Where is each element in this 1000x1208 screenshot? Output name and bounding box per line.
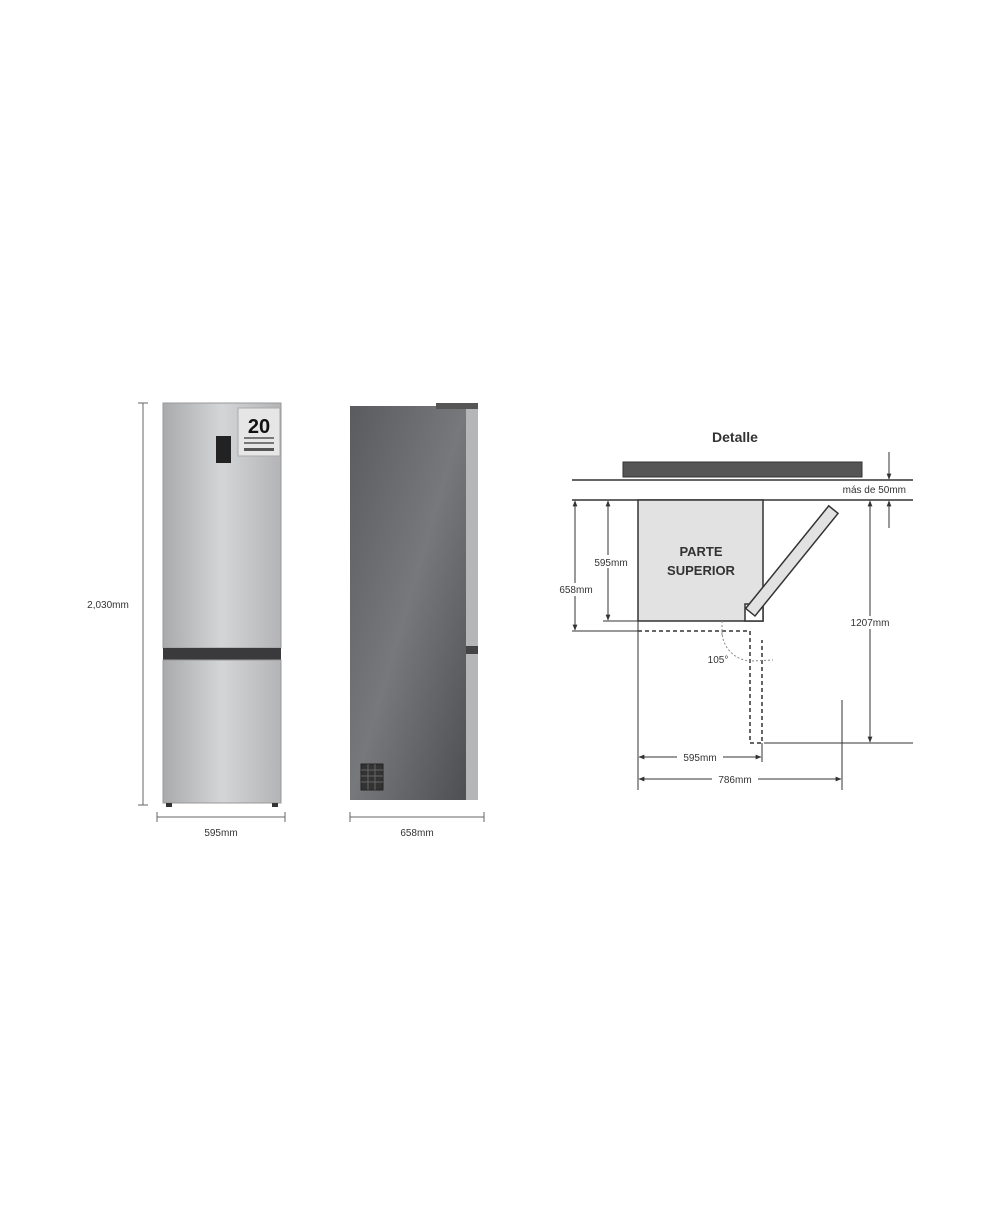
open-depth-label: 1207mm [851,618,890,629]
display-panel-icon [216,436,231,463]
open-width-label: 786mm [718,775,751,786]
detail-title: Detalle [712,429,758,445]
fridge-foot [166,803,172,807]
energy-badge: 20 [237,407,281,457]
open-door [744,504,840,618]
door-angle-label: 105° [708,655,729,666]
top-label-line2: SUPERIOR [667,563,736,578]
clearance-label: más de 50mm [843,485,906,496]
front-view: 20 2,030mm 595mm [87,402,286,839]
fridge-top-outline [637,499,764,622]
width-label: 595mm [683,753,716,764]
detail-plan-view: Detalle más de 50mm PARTE SUPERIOR 595mm… [553,429,913,790]
top-label-line1: PARTE [679,544,722,559]
total-depth-label: 658mm [559,585,592,596]
width-label: 595mm [204,828,237,839]
fridge-foot [272,803,278,807]
depth-label: 658mm [400,828,433,839]
fridge-lower-door [162,659,282,804]
fridge-side-panel [350,406,466,800]
door-handle-gap [163,648,281,660]
svg-text:20: 20 [248,416,270,438]
compressor-vent-icon [360,763,384,791]
side-view: 658mm [349,403,485,839]
wall-cabinet [622,461,863,478]
closed-door-outline [638,630,763,744]
height-label: 2,030mm [87,600,129,611]
body-depth-label: 595mm [594,558,627,569]
